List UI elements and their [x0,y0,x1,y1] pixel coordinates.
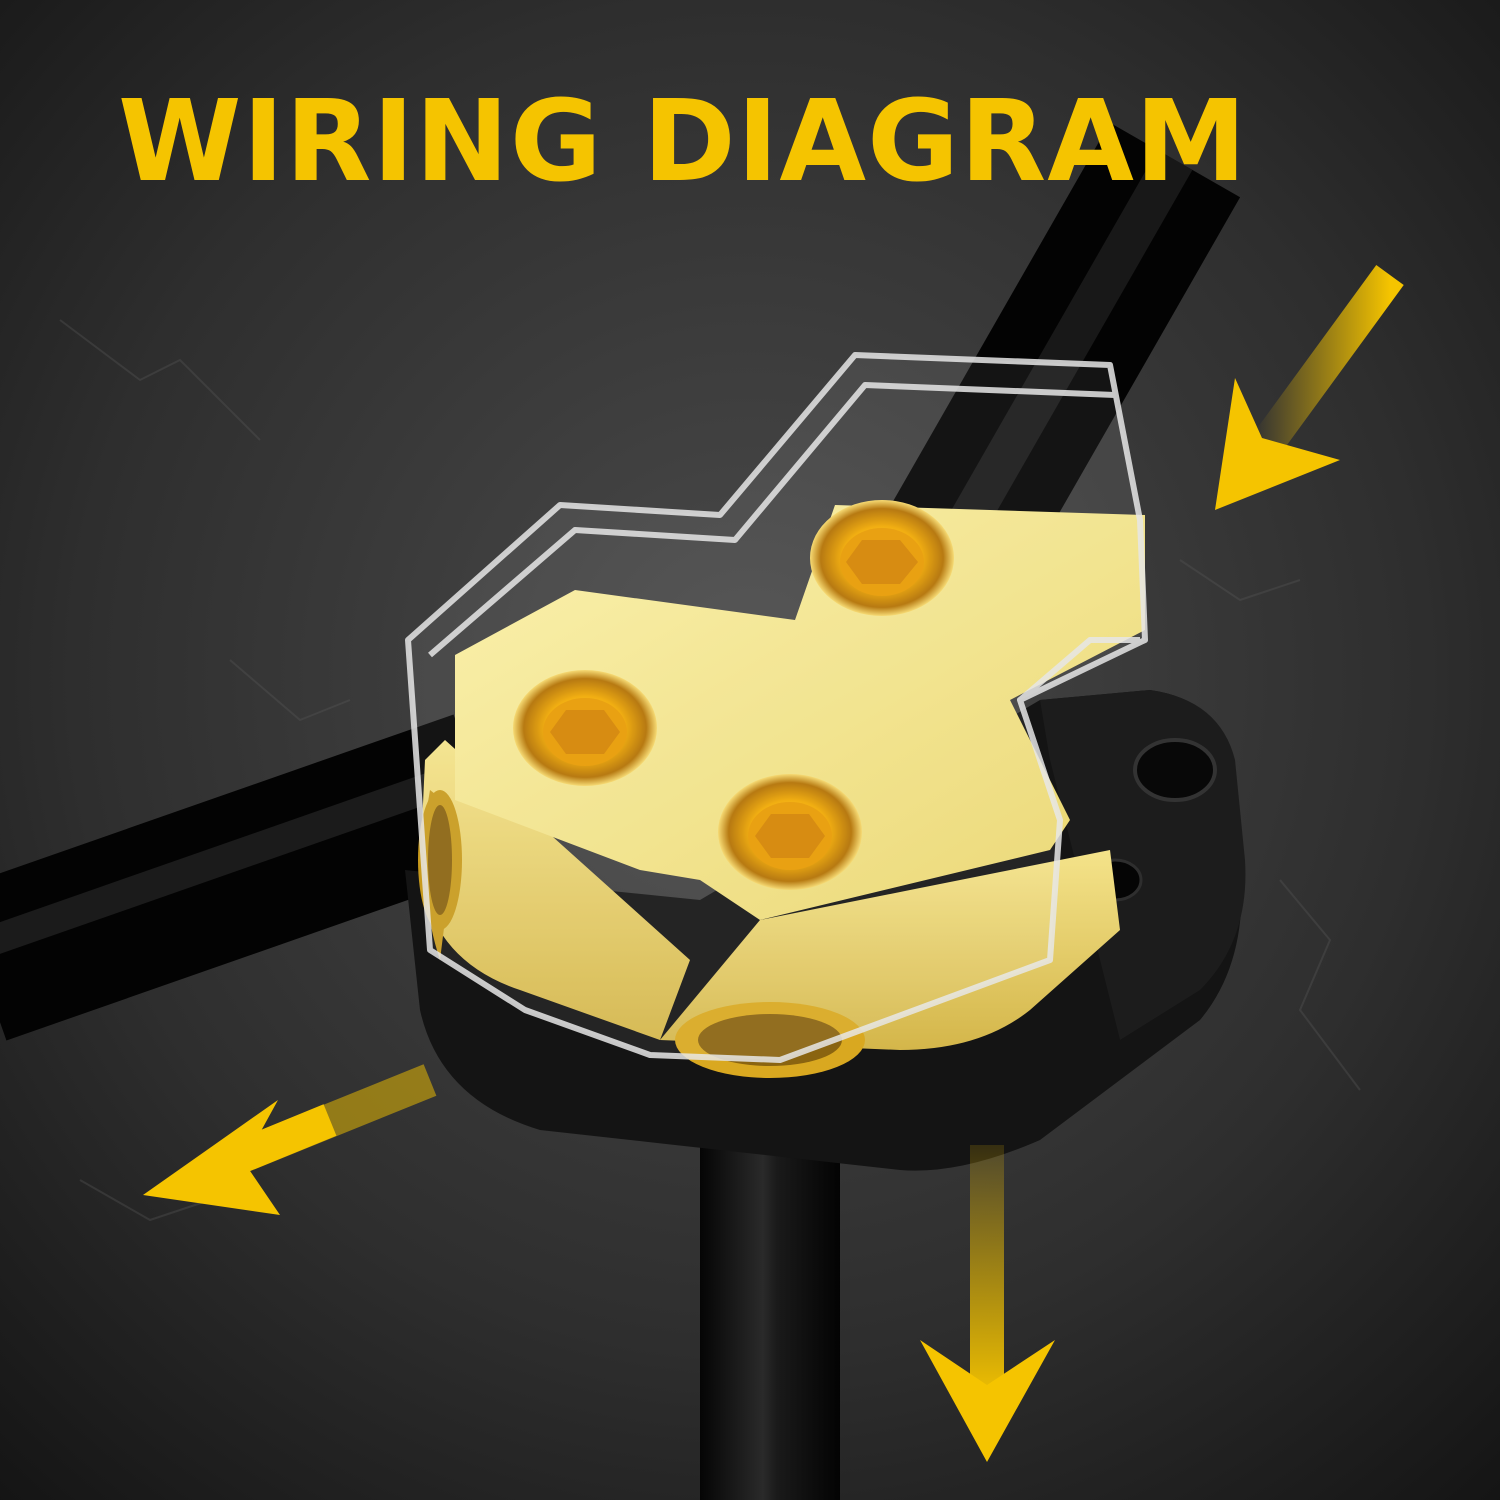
terminal-hole-bottom [718,774,862,890]
background-texture [59,319,1361,1222]
brass-plate [455,505,1145,920]
clear-cover [405,352,1148,1063]
arrow-down-left-icon [1215,264,1404,510]
arrow-down-icon [920,1145,1055,1462]
page-title: WIRING DIAGRAM [118,77,1248,207]
arrow-down-left-icon [143,1064,437,1215]
clear-cover-fill [408,355,1145,1060]
cable-output-left [0,714,507,1041]
terminal-hole-top [810,500,954,616]
terminal-hole-left [513,670,657,786]
mounting-hole [1133,738,1217,802]
